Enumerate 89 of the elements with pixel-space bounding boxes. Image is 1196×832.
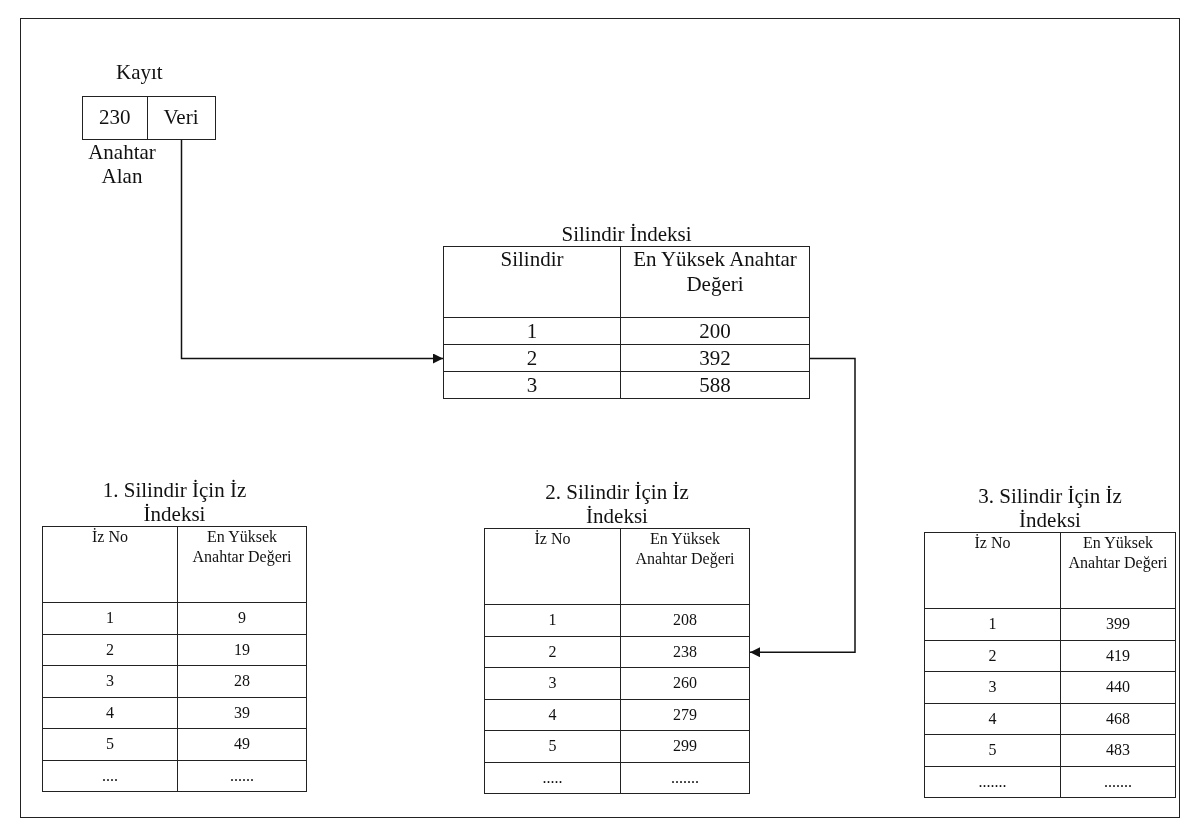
- table-row: [443, 372, 810, 399]
- row-number: 4: [43, 697, 178, 728]
- table-row: [924, 766, 1176, 798]
- table-row: [443, 318, 810, 345]
- row-number: 1: [43, 603, 178, 634]
- max-key-value: ......: [229, 765, 255, 786]
- table-title: 2. Silindir İçin İz İndeksi: [544, 480, 690, 528]
- table-title: Silindir İndeksi: [561, 222, 692, 246]
- max-key-value: 468: [1105, 708, 1131, 729]
- max-key-value: 419: [1105, 645, 1131, 666]
- key-field-cell: 230: [82, 96, 148, 140]
- arrow: [180, 139, 444, 364]
- header-row: [42, 526, 307, 603]
- column-header: İz No: [925, 533, 1061, 608]
- index-table: [42, 478, 307, 792]
- index-table: [443, 222, 810, 399]
- row-number: 2: [444, 345, 621, 371]
- index-table: [924, 484, 1176, 798]
- row-number: 5: [43, 729, 178, 760]
- table-title: 3. Silindir İçin İz İndeksi: [977, 484, 1123, 532]
- row-number: 4: [485, 699, 621, 730]
- table-row: [924, 703, 1176, 735]
- arrow: [749, 357, 856, 658]
- max-key-value: 208: [672, 610, 698, 631]
- row-number: 3: [444, 372, 621, 398]
- table-row: [484, 668, 750, 700]
- max-key-value: 392: [698, 345, 732, 371]
- max-key-value: 299: [672, 736, 698, 757]
- row-number: 2: [485, 636, 621, 667]
- table-row: [42, 603, 307, 635]
- row-number: 4: [925, 703, 1061, 734]
- max-key-value: 588: [698, 372, 732, 398]
- header-row: [484, 528, 750, 605]
- column-header: En Yüksek Anahtar Değeri: [634, 529, 736, 569]
- table-row: [484, 605, 750, 637]
- table-row: [924, 640, 1176, 672]
- row-number: 3: [485, 668, 621, 699]
- row-number: ....: [43, 760, 178, 791]
- max-key-value: 260: [672, 673, 698, 694]
- data-field-cell: Veri: [147, 96, 216, 140]
- table-row: [924, 672, 1176, 704]
- row-number: 3: [43, 666, 178, 697]
- column-header: İz No: [43, 527, 178, 602]
- column-header: En Yüksek Anahtar Değeri: [1067, 533, 1169, 573]
- table-row: [42, 760, 307, 792]
- row-number: 1: [925, 609, 1061, 640]
- max-key-value: 49: [233, 734, 251, 755]
- table-row: [42, 666, 307, 698]
- max-key-value: 39: [233, 702, 251, 723]
- row-number: 2: [925, 640, 1061, 671]
- column-header: Silindir: [444, 247, 621, 317]
- max-key-value: 279: [672, 704, 698, 725]
- max-key-value: 9: [237, 608, 247, 629]
- column-header: En Yüksek Anahtar Değeri: [191, 527, 293, 567]
- row-number: 1: [485, 605, 621, 636]
- max-key-value: .......: [670, 767, 700, 788]
- table-row: [42, 729, 307, 761]
- max-key-value: 483: [1105, 740, 1131, 761]
- index-table: [484, 480, 750, 794]
- column-header: İz No: [485, 529, 621, 604]
- row-number: .......: [925, 766, 1061, 797]
- table-row: [42, 697, 307, 729]
- table-row: [42, 634, 307, 666]
- max-key-value: 440: [1105, 677, 1131, 698]
- max-key-value: .......: [1103, 771, 1133, 792]
- max-key-value: 238: [672, 641, 698, 662]
- max-key-value: 399: [1105, 614, 1131, 635]
- max-key-value: 200: [698, 318, 732, 344]
- table-row: [484, 636, 750, 668]
- row-number: 2: [43, 634, 178, 665]
- table-row: [924, 735, 1176, 767]
- header-row: [443, 246, 810, 318]
- row-number: .....: [485, 762, 621, 793]
- table-row: [484, 762, 750, 794]
- max-key-value: 28: [233, 671, 251, 692]
- field-caption: Anahtar Alan: [87, 140, 157, 188]
- row-number: 3: [925, 672, 1061, 703]
- table-row: [484, 731, 750, 763]
- table-row: [443, 345, 810, 372]
- record-title: Kayıt: [116, 60, 163, 84]
- row-number: 1: [444, 318, 621, 344]
- column-header: En Yüksek Anahtar Değeri: [632, 247, 798, 297]
- header-row: [924, 532, 1176, 609]
- row-number: 5: [485, 731, 621, 762]
- table-title: 1. Silindir İçin İz İndeksi: [101, 478, 248, 526]
- table-row: [924, 609, 1176, 641]
- max-key-value: 19: [233, 639, 251, 660]
- row-number: 5: [925, 735, 1061, 766]
- table-row: [484, 699, 750, 731]
